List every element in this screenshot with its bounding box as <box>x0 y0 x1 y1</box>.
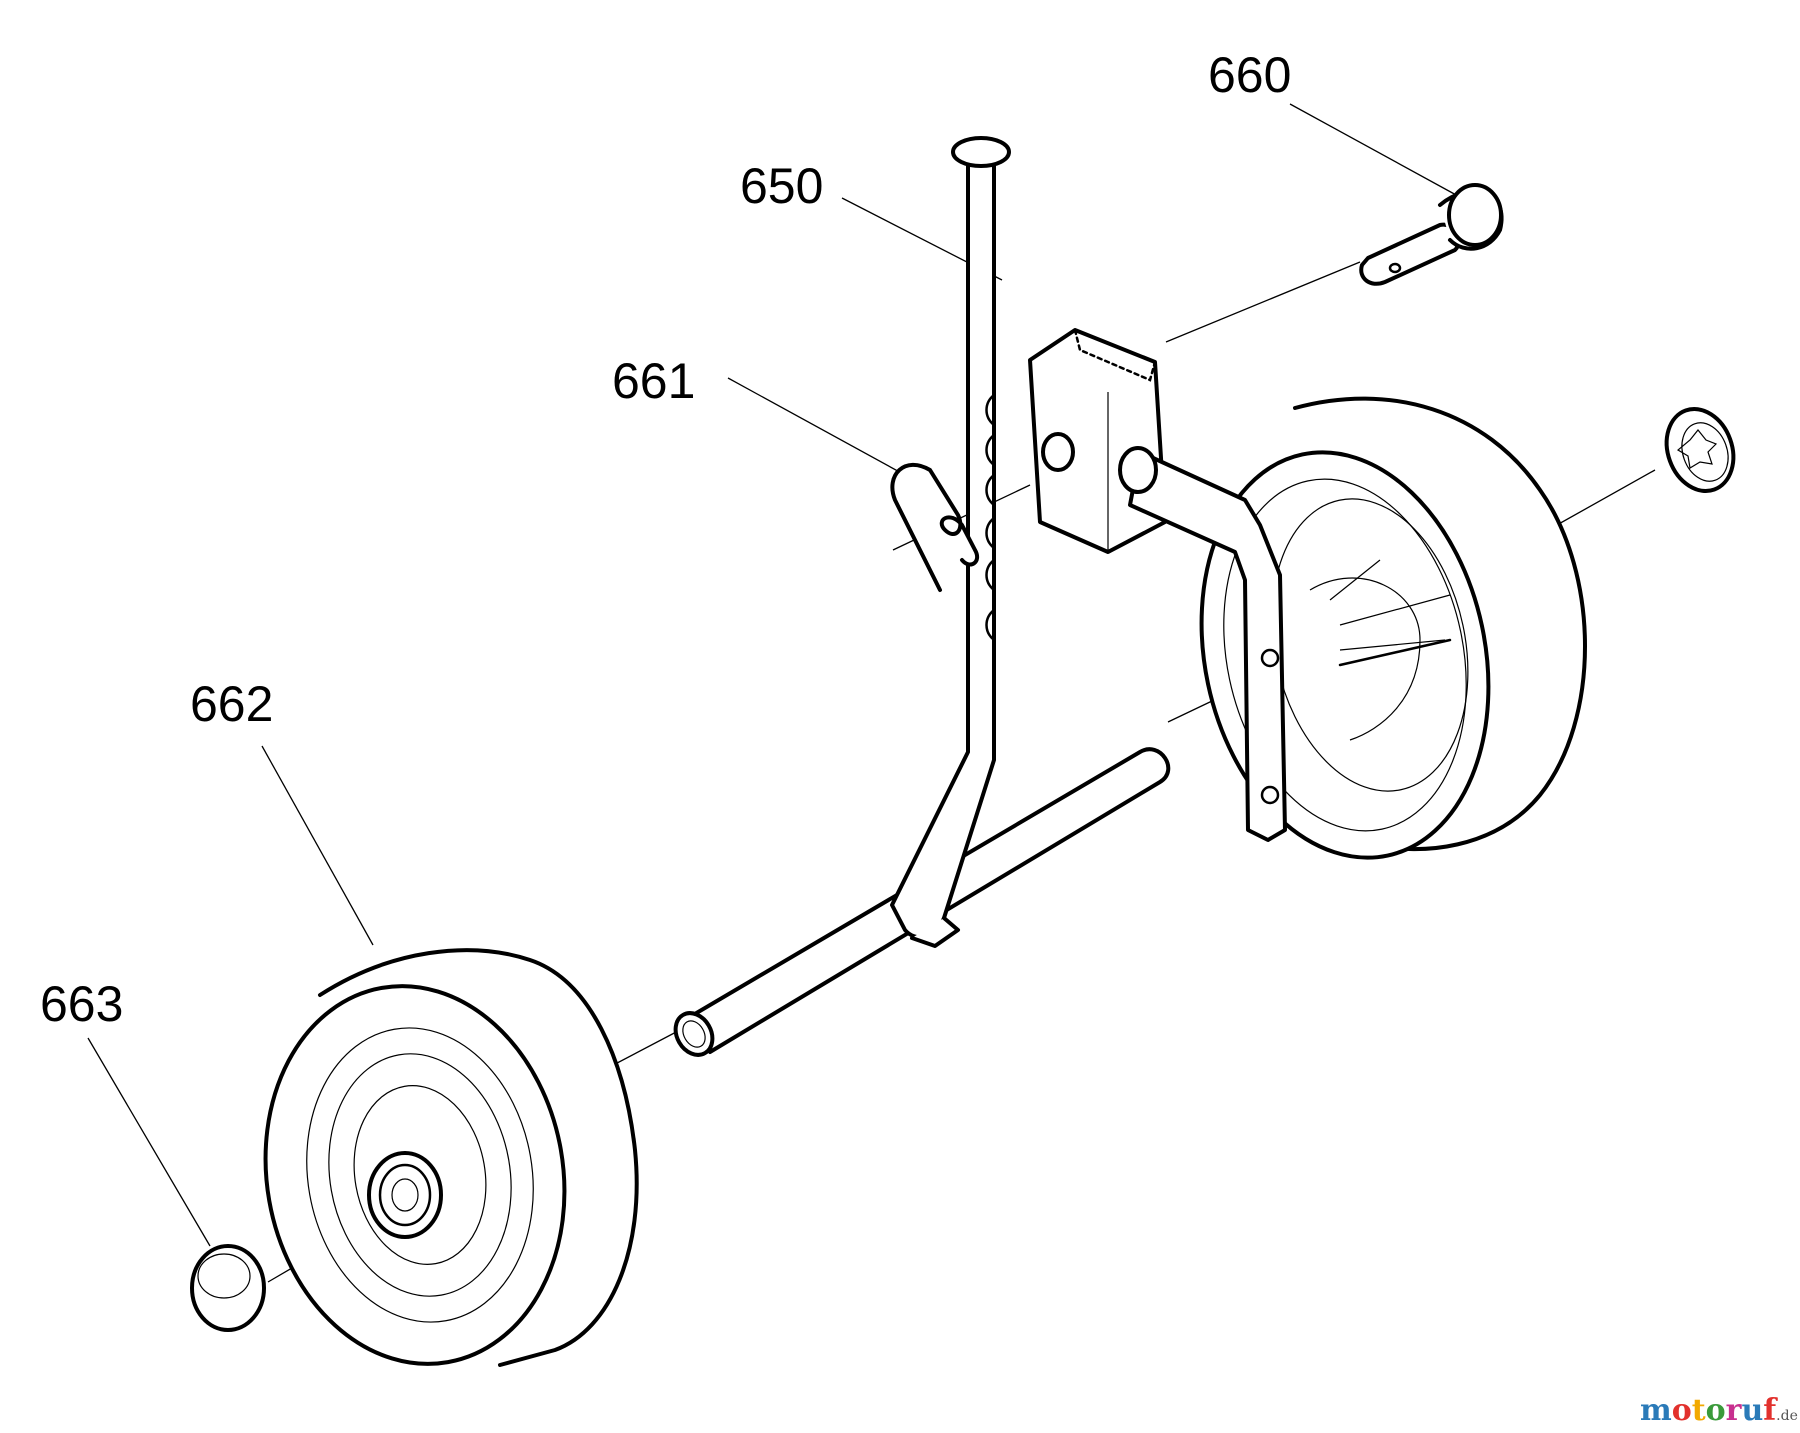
svg-text:motoruf.de: motoruf.de <box>1640 1393 1798 1428</box>
part-label-660: 660 <box>1208 47 1291 103</box>
leader-661 <box>727 377 906 476</box>
front-wheel <box>263 948 639 1367</box>
part-label-650: 650 <box>740 158 823 214</box>
leader-662 <box>261 745 374 946</box>
hair-pin-clip <box>890 462 980 592</box>
part-label-663: 663 <box>40 976 123 1032</box>
rear-wheel <box>1199 396 1587 860</box>
part-label-661: 661 <box>612 353 695 409</box>
hub-cap-right <box>1664 407 1736 493</box>
bracket <box>1028 328 1287 842</box>
frame-tube <box>890 136 1011 948</box>
leader-663 <box>87 1037 211 1247</box>
watermark-logo: motoruf.de <box>1640 1393 1798 1428</box>
part-label-662: 662 <box>190 676 273 732</box>
leader-660 <box>1289 103 1459 197</box>
hub-cap-front <box>190 1244 266 1332</box>
watermark-letter-m: m <box>1640 1393 1672 1428</box>
leader-lines <box>87 103 1459 1247</box>
clevis-pin <box>1359 183 1504 286</box>
